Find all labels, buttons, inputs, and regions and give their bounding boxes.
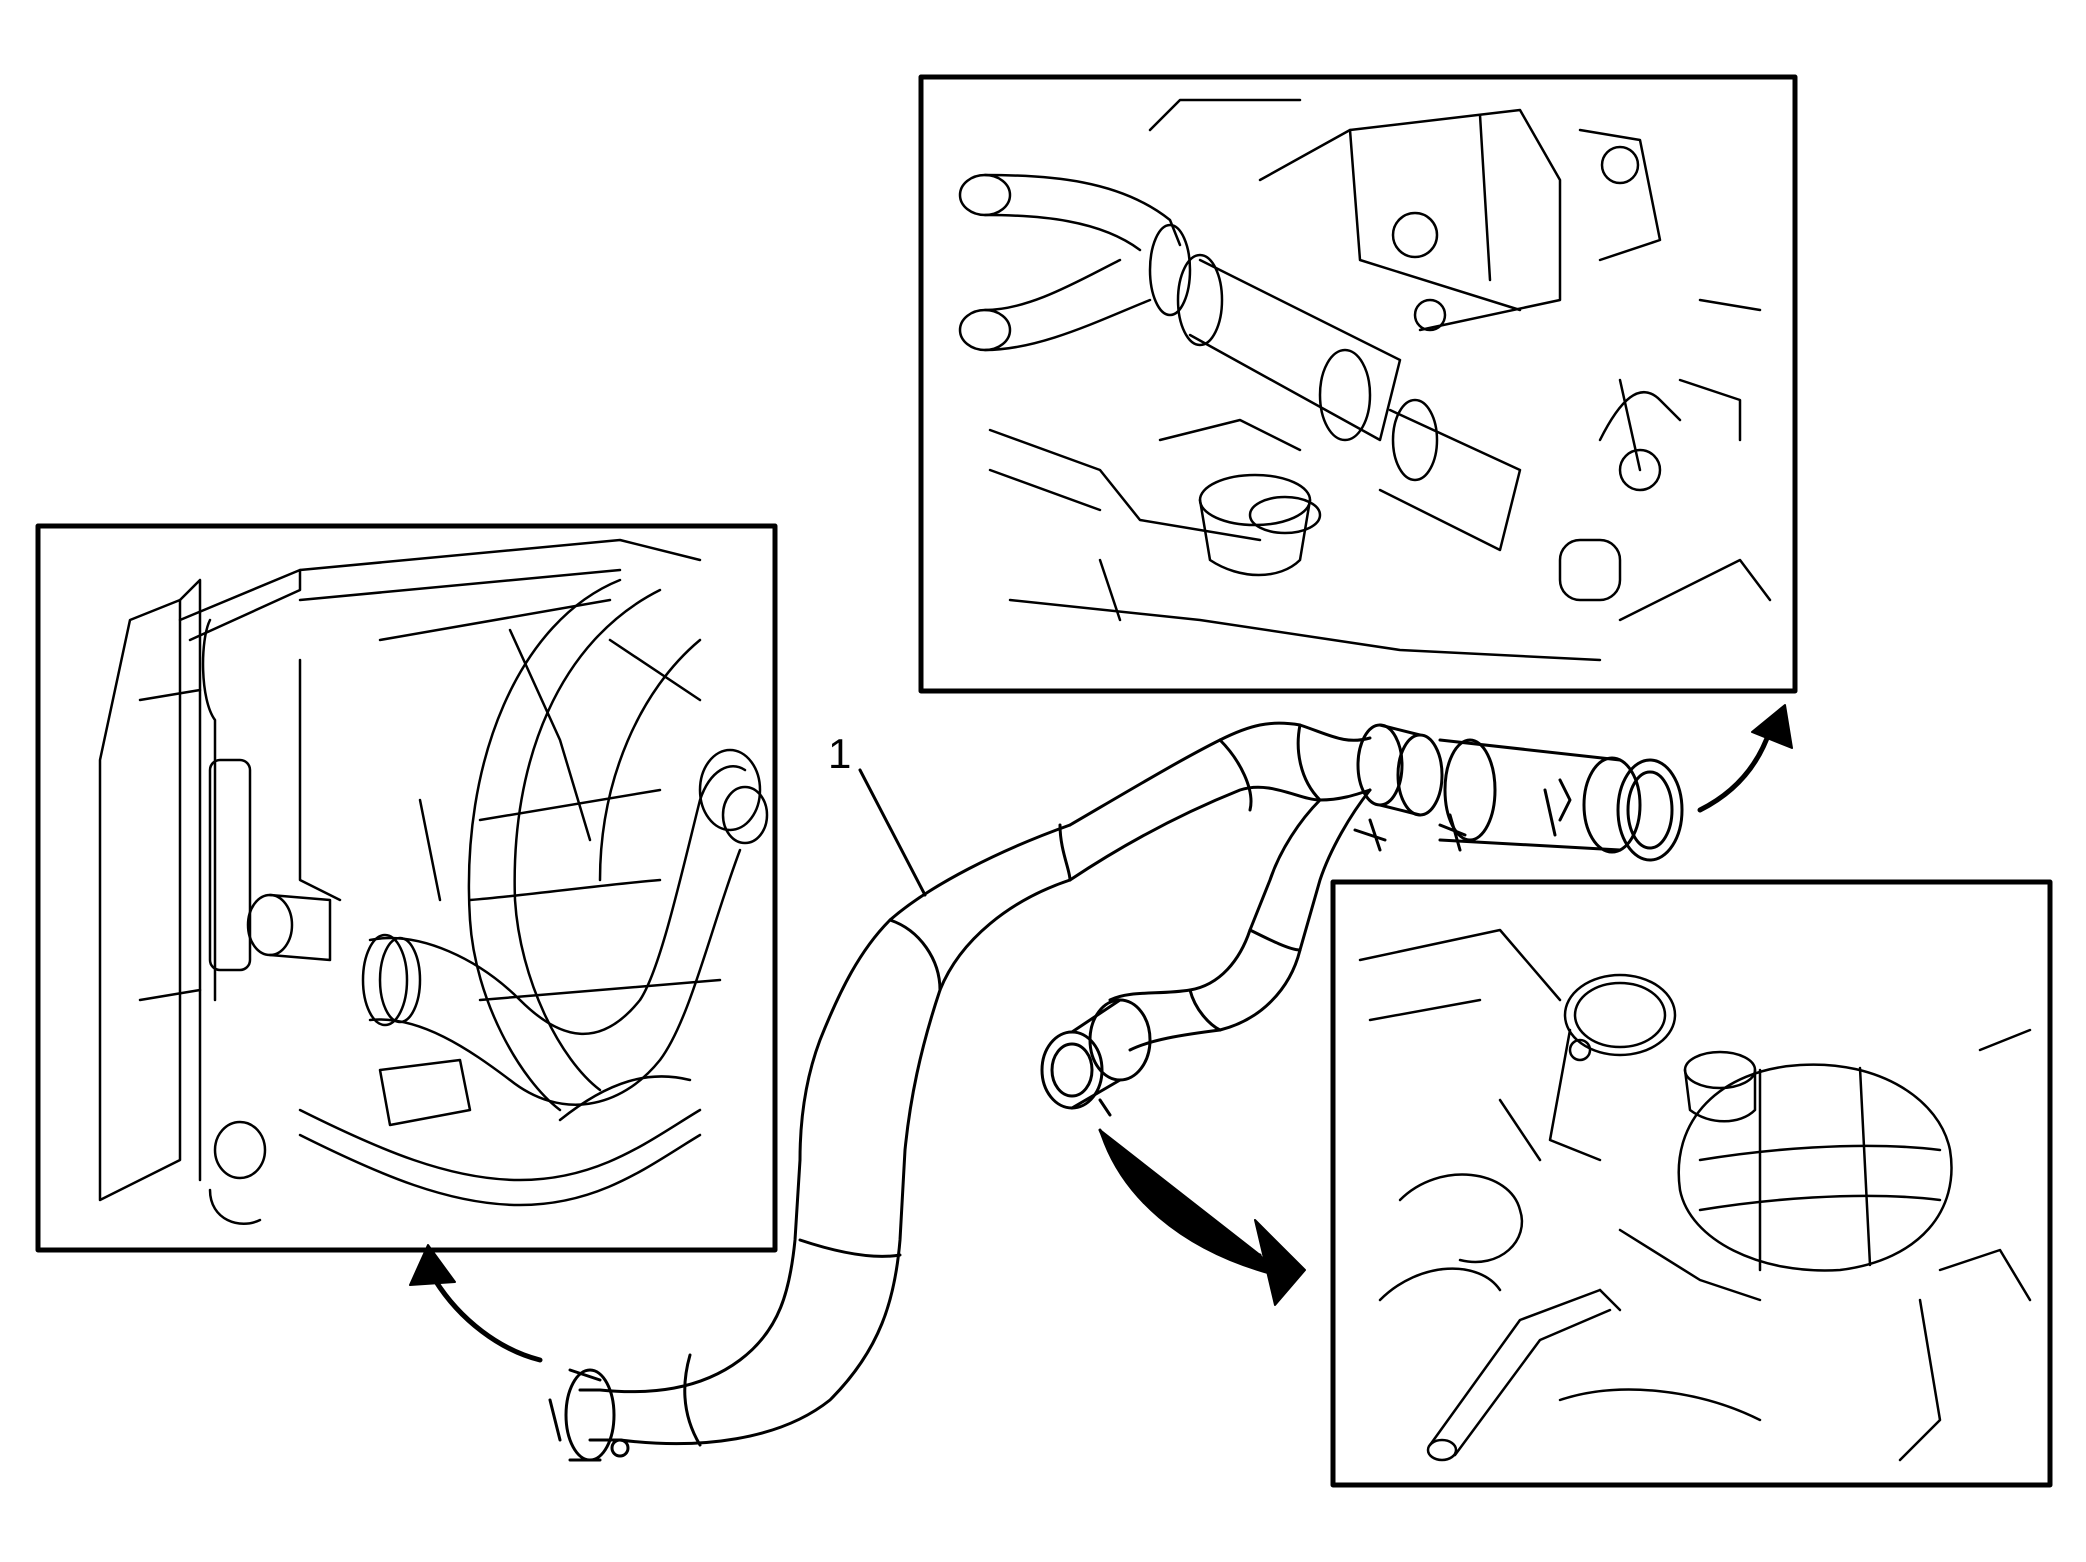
surge-tank-connection-view — [1330, 879, 2053, 1488]
arrow-to-engine-view — [1697, 704, 1793, 813]
arrow-to-radiator-view — [409, 1244, 543, 1363]
radiator-connection-view — [35, 523, 778, 1253]
coolant-hose-assembly — [548, 721, 1684, 1462]
callout-leader-line — [858, 768, 927, 897]
arrow-to-surge-tank-view — [1098, 1128, 1306, 1306]
engine-outlet-connection-view — [918, 74, 1798, 694]
callout-label-hose: 1 — [828, 730, 851, 777]
